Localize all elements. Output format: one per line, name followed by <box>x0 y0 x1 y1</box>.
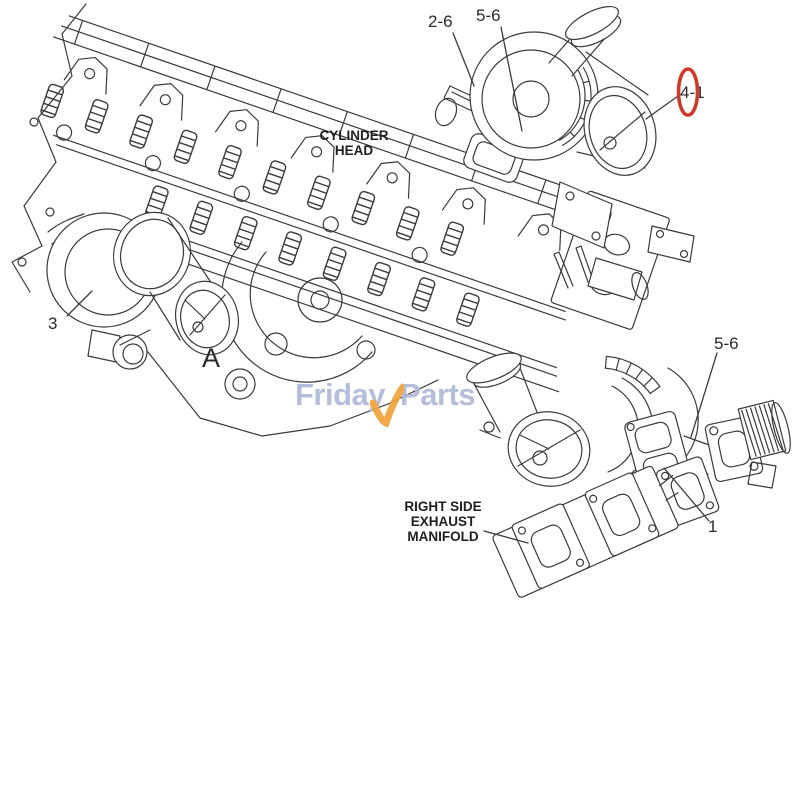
callout-A: A <box>202 343 221 373</box>
turbo-top-right <box>469 5 695 301</box>
watermark-check-icon <box>370 383 405 427</box>
leader-manifold <box>483 530 529 544</box>
exhaust-manifold-label-line1: RIGHT SIDE <box>404 499 482 514</box>
watermark-text-parts: Parts <box>400 377 476 412</box>
engine-left-contour <box>11 3 87 293</box>
cylinder-head-label: CYLINDER HEAD <box>300 128 408 158</box>
turbo-left <box>46 211 239 370</box>
rocker-towers <box>63 56 562 251</box>
callout-1: 1 <box>708 517 718 536</box>
leader-5-6-top <box>500 26 523 132</box>
watermark-text-frida: Frida <box>295 377 369 412</box>
leader-5-6-bottom <box>690 352 718 438</box>
cylinder-head-label-line2: HEAD <box>334 143 374 158</box>
leader-1 <box>663 467 710 522</box>
callout-5-6-bottom: 5-6 <box>714 334 739 353</box>
callout-2-6: 2-6 <box>428 12 453 31</box>
valve-springs-row1 <box>40 83 465 256</box>
exhaust-manifold-label: RIGHT SIDE EXHAUST MANIFOLD <box>394 499 492 544</box>
leader-3 <box>66 290 93 317</box>
turbo-and-manifold-assembly <box>466 352 791 598</box>
leader-4-1 <box>645 95 679 120</box>
leader-lines <box>66 26 718 544</box>
callout-5-6-top: 5-6 <box>476 6 501 25</box>
exhaust-manifold-label-line2: EXHAUST <box>410 514 476 529</box>
cylinder-head-label-line1: CYLINDER <box>319 128 389 143</box>
valve-springs-row2 <box>144 185 480 327</box>
exhaust-manifold-label-line3: MANIFOLD <box>407 529 479 544</box>
callout-3: 3 <box>48 314 58 333</box>
callout-4-1: 4-1 <box>680 83 705 102</box>
leader-2-6 <box>452 32 475 87</box>
